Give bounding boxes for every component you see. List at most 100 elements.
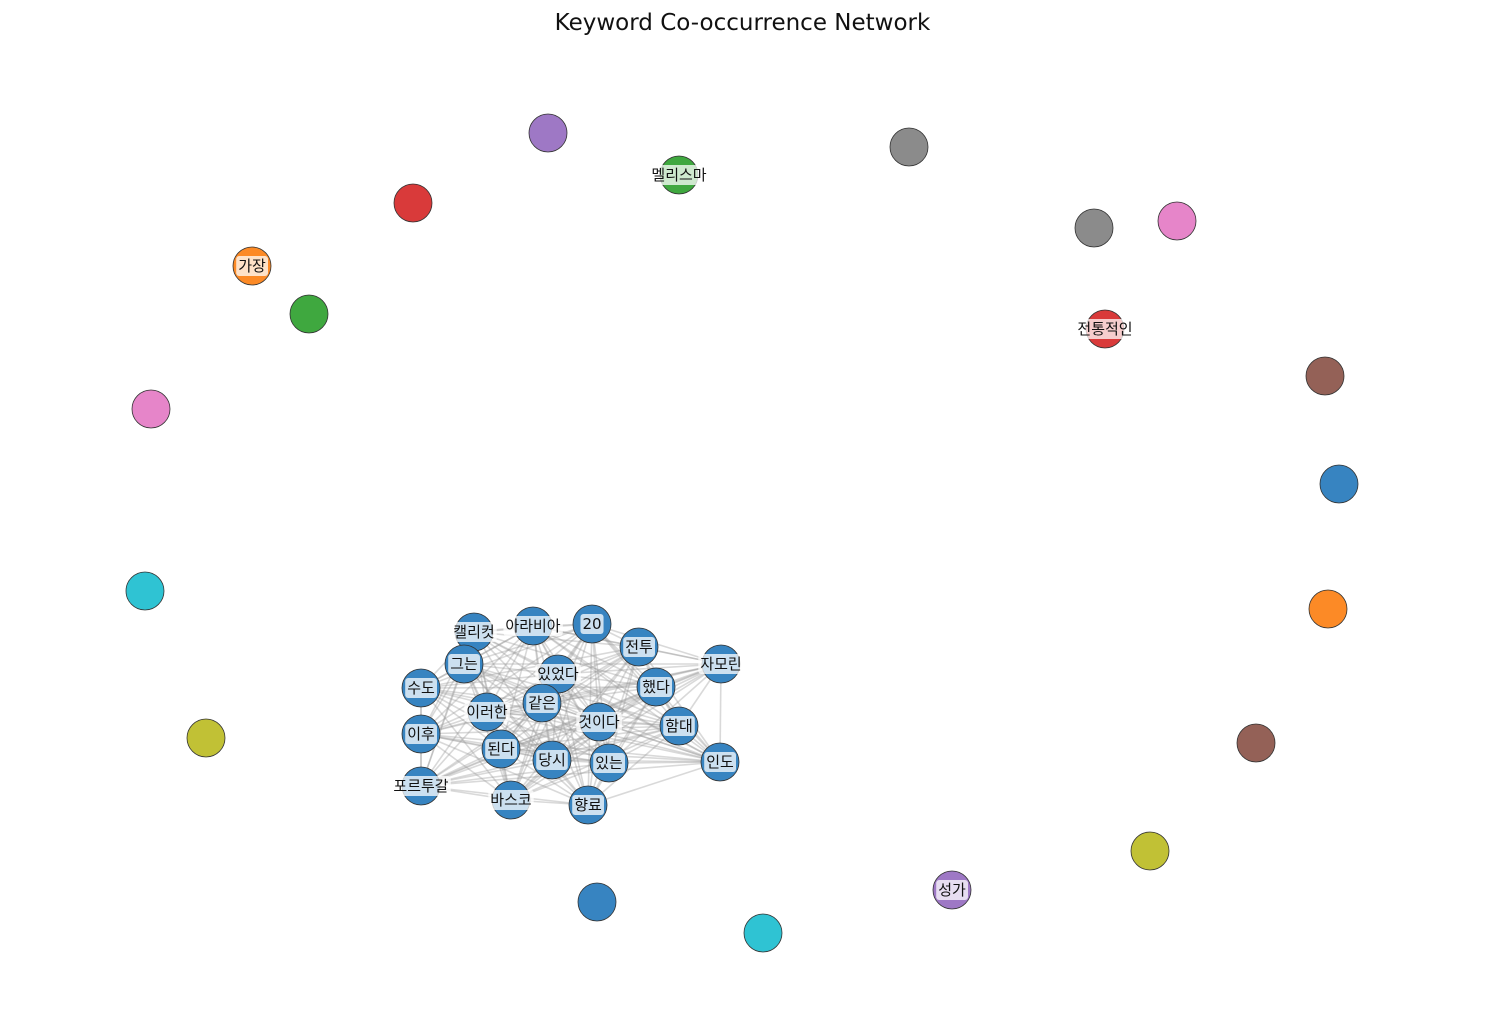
edge-수도-인도 <box>420 687 721 763</box>
edge-했다-향료 <box>587 686 657 806</box>
edge-같은-인도 <box>541 702 721 763</box>
node-있었다-label: 있었다 <box>535 664 581 684</box>
edge-수도-것이다 <box>420 687 600 723</box>
node-포르투갈-label: 포르투갈 <box>391 776 451 796</box>
edge-20-이후 <box>420 623 593 735</box>
edge-인도-향료 <box>587 761 721 806</box>
edge-이후-향료 <box>420 733 589 806</box>
edge-이후-인도 <box>420 733 721 763</box>
svg-text:전투: 전투 <box>625 638 653 656</box>
edge-자모린-있었다 <box>557 663 722 675</box>
isolated-node-4[interactable] <box>393 183 433 223</box>
edge-전투-있는 <box>608 646 640 764</box>
svg-text:그는: 그는 <box>450 655 478 673</box>
isolated-node-8[interactable] <box>289 294 329 334</box>
edge-함대-당시 <box>551 725 680 761</box>
node-자모린-label: 자모린 <box>698 654 744 674</box>
svg-text:이러한: 이러한 <box>466 703 508 721</box>
edge-전투-인도 <box>638 646 721 763</box>
edge-아라비아-향료 <box>532 625 589 806</box>
node-이후-label: 이후 <box>405 724 437 744</box>
edge-수도-바스코 <box>420 687 512 801</box>
isolated-node-10[interactable] <box>131 389 171 429</box>
edge-함대-이후 <box>420 725 680 735</box>
svg-text:이후: 이후 <box>407 725 435 743</box>
isolated-node-14[interactable] <box>1308 589 1348 629</box>
node-향료-label: 향료 <box>572 795 604 815</box>
svg-text:있는: 있는 <box>595 754 623 772</box>
edge-아라비아-이후 <box>420 625 534 735</box>
edge-있는-포르투갈 <box>420 762 610 787</box>
isolated-node-16[interactable] <box>1236 723 1276 763</box>
isolated-node-6[interactable] <box>1074 208 1114 248</box>
node-이러한-label: 이러한 <box>464 702 510 722</box>
edge-그는-향료 <box>463 663 589 806</box>
edge-있었다-수도 <box>420 673 559 689</box>
svg-text:전통적인: 전통적인 <box>1077 320 1132 338</box>
svg-text:향료: 향료 <box>574 796 602 814</box>
node-같은-label: 같은 <box>526 693 558 713</box>
edge-캘리컷-당시 <box>473 631 553 761</box>
svg-text:수도: 수도 <box>407 679 435 697</box>
svg-text:포르투갈: 포르투갈 <box>393 777 448 795</box>
svg-text:된다: 된다 <box>487 740 515 758</box>
edge-20-함대 <box>591 623 680 727</box>
edge-자모린-당시 <box>551 663 722 761</box>
node-그는-label: 그는 <box>448 654 480 674</box>
svg-text:같은: 같은 <box>528 694 556 712</box>
edge-아라비아-했다 <box>532 625 657 688</box>
chart-title: Keyword Co-occurrence Network <box>554 10 931 36</box>
node-멜리스마-label: 멜리스마 <box>649 165 709 185</box>
isolated-node-19[interactable] <box>577 882 617 922</box>
node-함대-label: 함대 <box>663 716 695 736</box>
edge-했다-바스코 <box>510 686 657 801</box>
svg-text:성가: 성가 <box>938 881 966 899</box>
node-캘리컷-label: 캘리컷 <box>451 622 497 642</box>
svg-text:멜리스마: 멜리스마 <box>651 166 706 184</box>
isolated-node-12[interactable] <box>1319 464 1359 504</box>
node-가장-label: 가장 <box>236 256 268 276</box>
node-바스코-label: 바스코 <box>488 790 534 810</box>
node-전통적인-label: 전통적인 <box>1075 319 1135 339</box>
edge-인도-포르투갈 <box>420 761 721 787</box>
node-있는-label: 있는 <box>593 753 625 773</box>
isolated-node-1[interactable] <box>528 113 568 153</box>
edge-함대-향료 <box>587 725 680 806</box>
edge-전투-바스코 <box>510 646 640 801</box>
edge-했다-포르투갈 <box>420 686 657 787</box>
node-layer <box>125 113 1359 953</box>
isolated-node-13[interactable] <box>125 571 165 611</box>
node-된다-label: 된다 <box>485 739 517 759</box>
svg-text:자모린: 자모린 <box>700 655 741 673</box>
edge-캘리컷-전투 <box>473 631 640 648</box>
node-20-label: 20 <box>580 614 604 634</box>
isolated-node-15[interactable] <box>186 718 226 758</box>
edge-자모린-같은 <box>541 663 722 704</box>
svg-text:인도: 인도 <box>706 753 734 771</box>
svg-text:20: 20 <box>582 615 601 633</box>
svg-text:당시: 당시 <box>538 751 566 769</box>
isolated-node-11[interactable] <box>1305 356 1345 396</box>
isolated-node-3[interactable] <box>889 127 929 167</box>
edge-아라비아-된다 <box>500 625 534 750</box>
isolated-node-20[interactable] <box>743 913 783 953</box>
edge-당시-인도 <box>551 759 721 763</box>
edge-그는-바스코 <box>463 663 512 801</box>
svg-text:것이다: 것이다 <box>578 713 620 731</box>
node-당시-label: 당시 <box>536 750 568 770</box>
svg-text:했다: 했다 <box>642 678 670 696</box>
edge-20-수도 <box>420 623 593 689</box>
node-성가-label: 성가 <box>936 880 968 900</box>
node-인도-label: 인도 <box>704 752 736 772</box>
svg-text:캘리컷: 캘리컷 <box>453 623 494 641</box>
svg-text:함대: 함대 <box>665 717 693 735</box>
isolated-node-17[interactable] <box>1130 831 1170 871</box>
node-했다-label: 했다 <box>640 677 672 697</box>
isolated-node-7[interactable] <box>1157 201 1197 241</box>
node-수도-label: 수도 <box>405 678 437 698</box>
edge-전투-된다 <box>500 646 640 750</box>
svg-text:아라비아: 아라비아 <box>505 617 560 635</box>
svg-text:있었다: 있었다 <box>537 665 579 683</box>
node-전투-label: 전투 <box>623 637 655 657</box>
